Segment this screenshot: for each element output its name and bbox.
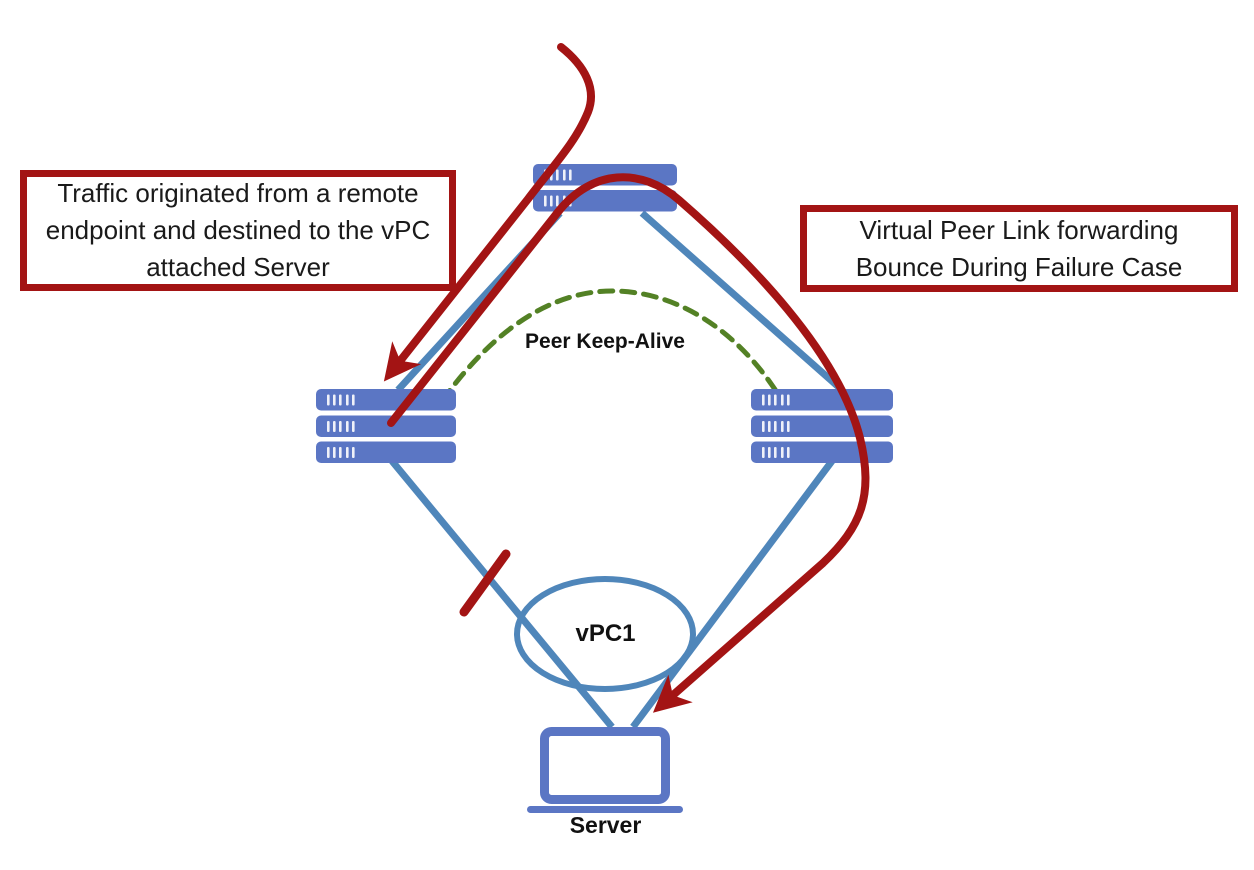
server-icon [527, 727, 683, 813]
vpc-ellipse [514, 576, 696, 692]
server-label: Server [569, 812, 642, 838]
left-callout-text: Traffic originated from a remote endpoin… [45, 178, 431, 282]
right-callout-text: Virtual Peer Link forwarding Bounce Duri… [855, 214, 1183, 282]
left-vpc-peer-switch-icon [316, 389, 456, 463]
link-failure-mark [459, 549, 511, 617]
peer-keepalive-link [439, 288, 779, 404]
bounce-traffic-arrow [387, 173, 870, 713]
vpc-label: vPC1 [575, 620, 636, 647]
right-vpc-peer-switch-icon [751, 389, 893, 463]
link-spine-to-right-peer [639, 210, 845, 393]
peer-keepalive-label: Peer Keep-Alive [525, 330, 685, 353]
link-left-peer-to-server [389, 458, 615, 730]
incoming-traffic-arrow [383, 43, 595, 382]
right-callout: Virtual Peer Link forwarding Bounce Duri… [800, 205, 1238, 292]
left-callout: Traffic originated from a remote endpoin… [20, 170, 456, 291]
